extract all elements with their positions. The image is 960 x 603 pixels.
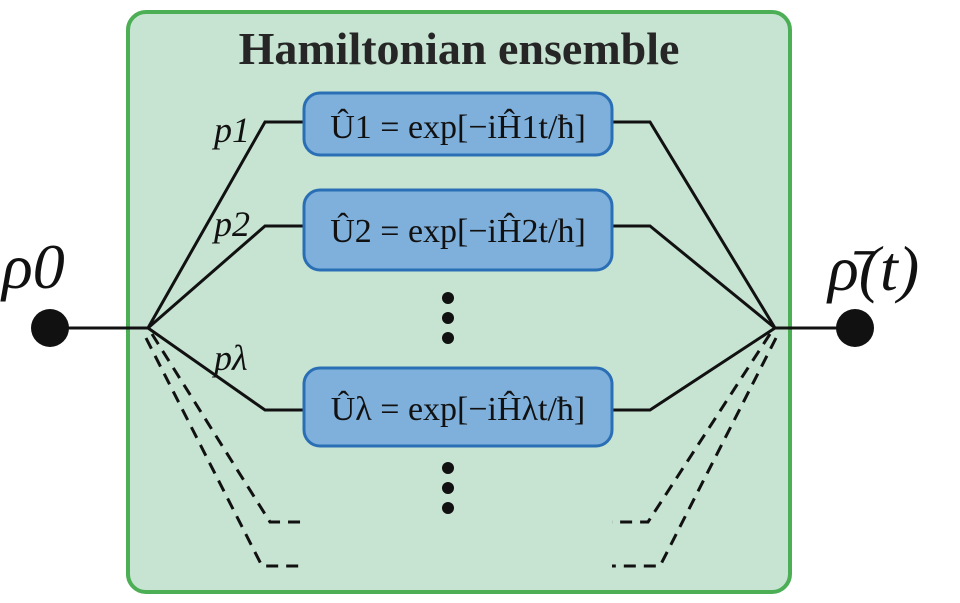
prob-label-2: p2 [211, 204, 250, 244]
extra-branch-left-dashed-2 [144, 337, 306, 568]
branch-lambda-right-wire [608, 326, 776, 412]
ellipsis-dot [442, 462, 454, 474]
prob-label-1: p1 [211, 110, 250, 150]
ellipsis-dot [442, 482, 454, 494]
ellipsis-dot [442, 502, 454, 514]
ellipsis-dot [442, 292, 454, 304]
prob-label-lambda: pλ [211, 338, 248, 378]
unitary-box-1 [302, 91, 614, 157]
branch-2-right-wire [608, 224, 776, 330]
extra-branch-right-dashed-1 [612, 333, 772, 524]
unitary-label-1: Û1 = exp[−iĤ1t/ħ] [330, 108, 586, 146]
unitary-label-2: Û2 = exp[−iĤ2t/h] [330, 212, 586, 250]
final-state-label: ρ̄(t) [826, 233, 919, 304]
extra-branch-right-dashed-2 [612, 337, 778, 568]
input-node [31, 309, 69, 347]
ensemble-panel [126, 10, 792, 594]
ellipsis-dot [442, 332, 454, 344]
branch-1-right-wire [608, 120, 777, 329]
branch-2-left-wire [147, 224, 308, 330]
ellipsis-dot [442, 312, 454, 324]
unitary-box-2 [302, 188, 614, 272]
output-node [836, 309, 874, 347]
initial-state-label: ρ0 [0, 231, 65, 302]
branch-lambda-left-wire [147, 326, 308, 412]
unitary-box-lambda [302, 366, 614, 448]
branch-1-left-wire [146, 120, 308, 329]
unitary-label-lambda: Ûλ = exp[−iĤλt/ħ] [331, 390, 586, 428]
ensemble-title: Hamiltonian ensemble [239, 23, 680, 74]
extra-branch-left-dashed-1 [150, 333, 306, 524]
